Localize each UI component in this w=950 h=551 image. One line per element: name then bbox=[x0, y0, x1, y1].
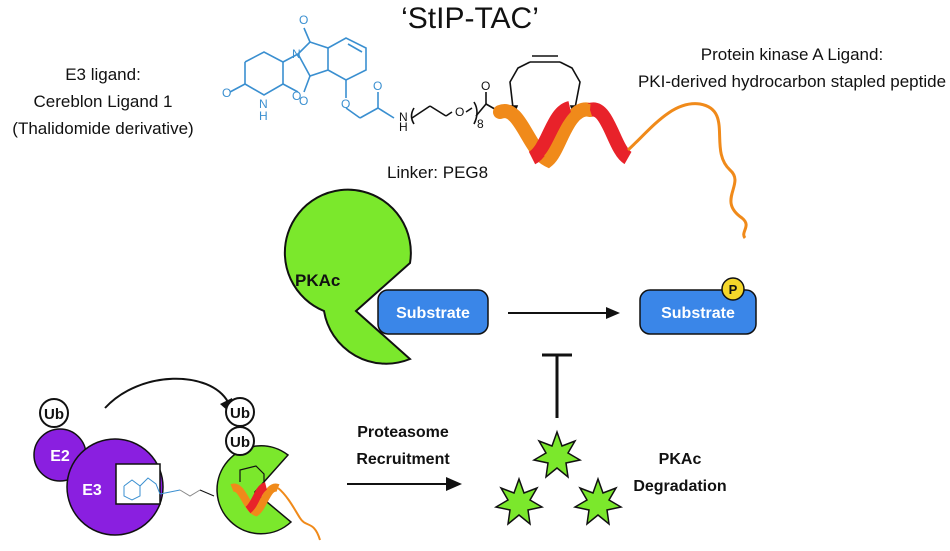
e2-label: E2 bbox=[50, 448, 70, 465]
phosphorylation-arrow-head bbox=[606, 307, 620, 319]
atom-o-2: O bbox=[292, 89, 301, 103]
phospho-substrate-label: Substrate bbox=[661, 305, 735, 322]
degraded-fragment-3 bbox=[572, 476, 624, 526]
degradation-label-line-2: Degradation bbox=[633, 478, 726, 495]
atom-o-carbonyl: O bbox=[481, 79, 490, 93]
substrate-label: Substrate bbox=[396, 305, 470, 322]
linker-label: Linker: PEG8 bbox=[387, 163, 488, 182]
recruitment-arrow-head bbox=[446, 477, 462, 491]
e3-ligand-line-2: Cereblon Ligand 1 bbox=[34, 92, 173, 111]
atom-h-peg: H bbox=[399, 120, 408, 134]
peg-repeat-count: 8 bbox=[477, 117, 484, 131]
pka-ligand-line-1: Protein kinase A Ligand: bbox=[701, 45, 883, 64]
thalidomide-structure bbox=[229, 27, 395, 119]
ub-label-e2: Ub bbox=[44, 406, 64, 423]
ub-circle-2 bbox=[225, 426, 255, 456]
atom-o-6: O bbox=[373, 79, 382, 93]
ub-label-2: Ub bbox=[230, 434, 250, 451]
e3-ligand-line-1: E3 ligand: bbox=[65, 65, 141, 84]
ub-circle-e2 bbox=[39, 398, 69, 428]
peptide-tail bbox=[626, 102, 748, 239]
phosphate-label: P bbox=[729, 282, 738, 297]
atom-o-5: O bbox=[341, 97, 350, 111]
atom-o-4: O bbox=[299, 94, 308, 108]
degraded-fragment-1 bbox=[531, 429, 583, 479]
pka-ligand-label: Protein kinase A Ligand: PKI-derived hyd… bbox=[638, 45, 946, 91]
phospho-substrate-box bbox=[639, 289, 757, 335]
stapled-peptide-helix bbox=[493, 101, 748, 239]
phosphate-badge bbox=[721, 277, 745, 301]
bound-pkac-shape bbox=[216, 445, 293, 535]
atom-n-1: N bbox=[259, 97, 268, 111]
ub-label-1: Ub bbox=[230, 405, 250, 422]
recruitment-label-line-2: Recruitment bbox=[356, 451, 450, 468]
pka-ligand-line-2: PKI-derived hydrocarbon stapled peptide bbox=[638, 72, 946, 91]
title: ‘StIP-TAC’ bbox=[401, 2, 539, 35]
substrate-box bbox=[377, 289, 489, 335]
atom-h-1: H bbox=[259, 109, 268, 123]
degraded-fragment-2 bbox=[493, 476, 545, 526]
degradation-label-line-1: PKAc bbox=[659, 451, 702, 468]
atom-o-3: O bbox=[299, 13, 308, 27]
degraded-fragments bbox=[493, 429, 624, 526]
mini-protac-molecule bbox=[123, 477, 215, 501]
atom-o-1: O bbox=[222, 86, 231, 100]
atom-o-peg: O bbox=[455, 105, 464, 119]
pkac-pacman-shape bbox=[283, 188, 412, 365]
e3-circle bbox=[66, 438, 164, 536]
pkac-label: PKAc bbox=[295, 271, 340, 290]
recruitment-label-line-1: Proteasome bbox=[357, 424, 449, 441]
ub-transfer-arrow bbox=[104, 377, 229, 409]
atom-n-2: N bbox=[292, 47, 301, 61]
thalidomide-atoms: O N H O N O O O O bbox=[222, 13, 382, 123]
e3-ligand-label: E3 ligand: Cereblon Ligand 1 (Thalidomid… bbox=[12, 65, 193, 138]
atom-n-peg: N bbox=[399, 110, 408, 124]
peg-linker bbox=[410, 92, 501, 125]
e3-ligand-line-3: (Thalidomide derivative) bbox=[12, 119, 193, 138]
bound-helix bbox=[230, 465, 321, 541]
e3-label: E3 bbox=[82, 482, 102, 499]
peg-atoms: N H O 8 O bbox=[399, 79, 490, 134]
